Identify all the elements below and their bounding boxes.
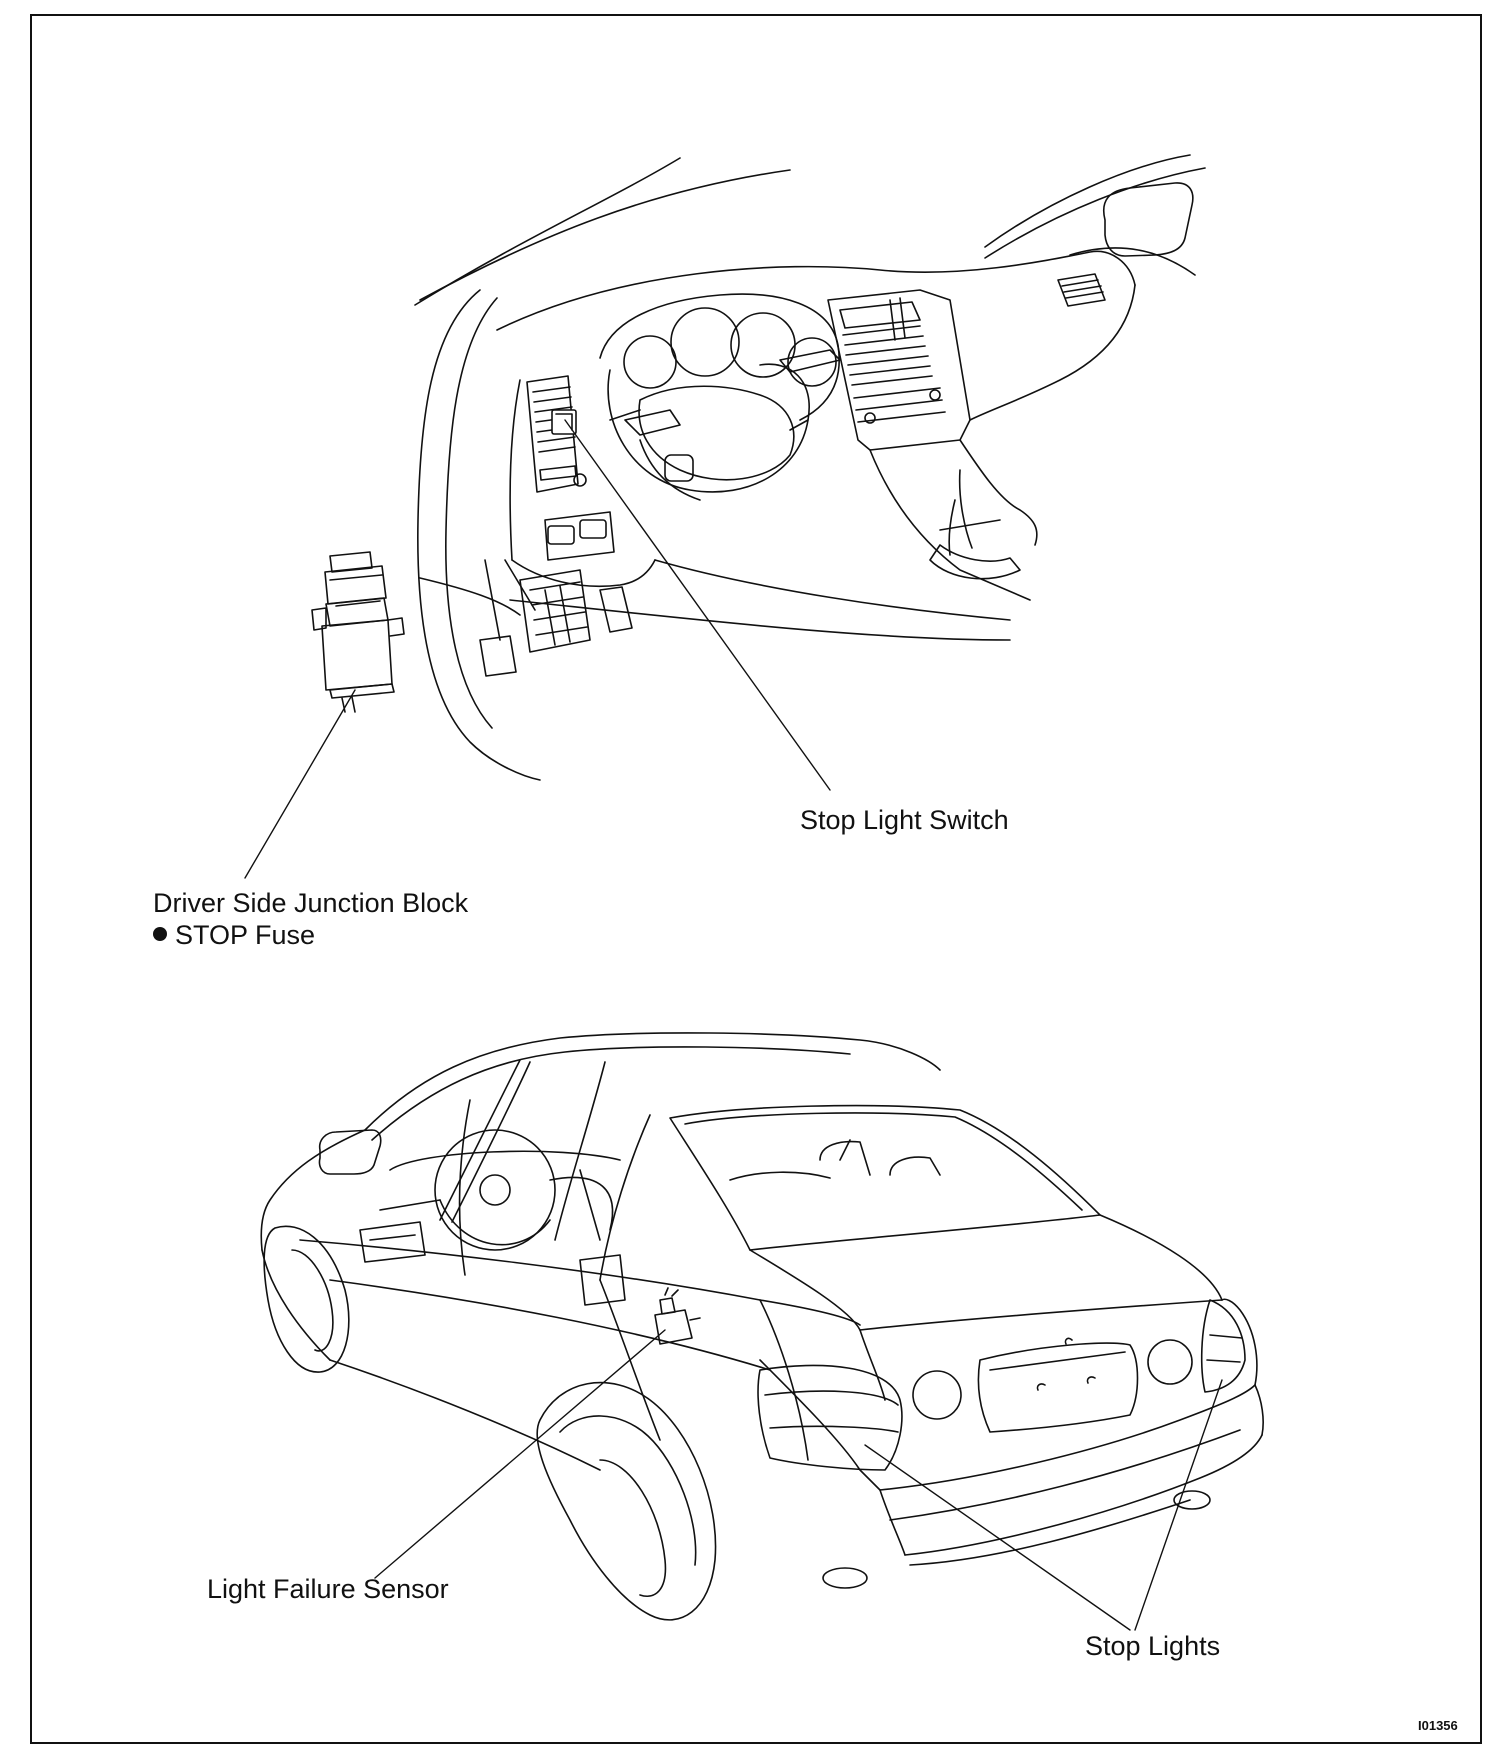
leader-light-failure-sensor (375, 1330, 665, 1578)
leader-stop-light-switch (565, 420, 830, 790)
figure-id: I01356 (1418, 1718, 1458, 1733)
junction-block-label: Driver Side Junction Block (153, 888, 469, 918)
stop-light-switch-label: Stop Light Switch (800, 805, 1009, 835)
leader-stop-lights-right (1135, 1380, 1222, 1630)
diagram-frame (30, 14, 1482, 1744)
car-illustration (261, 1033, 1263, 1620)
leader-junction-block (245, 690, 355, 878)
stop-lights-label: Stop Lights (1085, 1631, 1221, 1661)
leader-lines (245, 420, 1222, 1630)
dashboard-illustration (415, 155, 1205, 780)
stop-fuse-label: STOP Fuse (175, 920, 316, 950)
light-failure-sensor-label: Light Failure Sensor (207, 1574, 449, 1604)
junction-block-illustration (312, 552, 404, 712)
fuse-line: STOP Fuse (153, 919, 315, 951)
leader-stop-lights-left (865, 1445, 1130, 1630)
bullet-dot (153, 927, 167, 941)
